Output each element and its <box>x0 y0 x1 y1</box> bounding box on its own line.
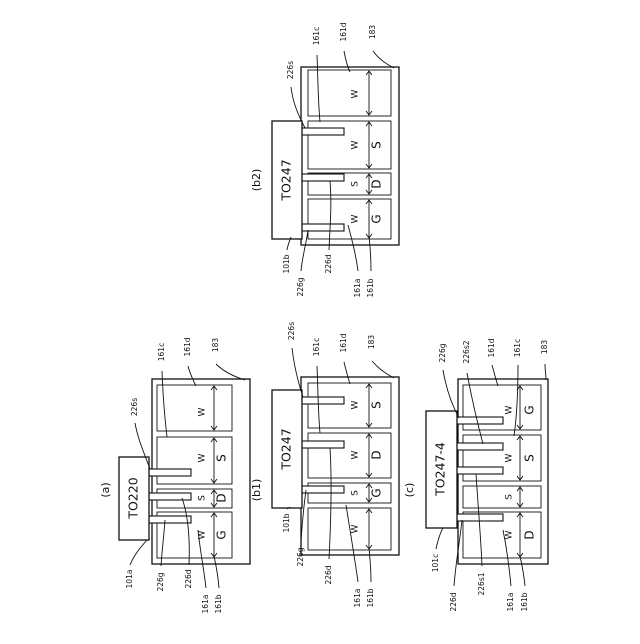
leader-line <box>545 364 546 380</box>
label-226g: 226g <box>156 572 165 591</box>
cell-letter: W <box>505 530 515 539</box>
leader-line <box>372 361 394 378</box>
cell-letter: S <box>505 494 515 500</box>
label-161b: 161b <box>520 592 529 611</box>
pin-drain <box>147 493 191 500</box>
label-101b: 101b <box>282 513 291 532</box>
cell-letter: S <box>351 490 361 496</box>
label-226s: 226s <box>130 398 139 416</box>
package-name: TO247-4 <box>433 442 448 497</box>
terminal-code: G <box>370 214 384 223</box>
label-161b: 161b <box>366 588 375 607</box>
pin-source <box>300 128 344 135</box>
panel-caption: (a) <box>99 482 112 497</box>
label-161c: 161c <box>312 27 321 45</box>
panel-b1: TO247 W S W D S G W (b1) 226s 161c 161d … <box>250 322 399 608</box>
terminal-code: D <box>370 450 384 459</box>
label-161a: 161a <box>353 279 362 298</box>
leader-line <box>373 51 394 68</box>
terminal-code: D <box>370 179 384 188</box>
label-101a: 101a <box>125 570 134 589</box>
label-101c: 101c <box>431 554 440 572</box>
cell-letter: W <box>505 405 515 414</box>
terminal-code: S <box>523 454 537 462</box>
cell-letter: W <box>351 140 361 149</box>
label-183: 183 <box>211 338 220 353</box>
label-226s2: 226s2 <box>462 340 471 363</box>
leader-line <box>130 540 147 565</box>
label-226d: 226d <box>324 254 333 273</box>
pin-gate <box>300 224 344 231</box>
label-226d: 226d <box>449 592 458 611</box>
label-161d: 161d <box>339 22 348 41</box>
label-161d: 161d <box>487 338 496 357</box>
label-161c: 161c <box>157 343 166 361</box>
label-161b: 161b <box>214 594 223 613</box>
cell-letter: W <box>351 400 361 409</box>
label-161c: 161c <box>513 339 522 357</box>
terminal-code: G <box>370 488 384 497</box>
panel-a: TO220 W W S S D W G (a) 226s 161c 161d 1… <box>99 337 250 613</box>
leader-line <box>436 528 443 549</box>
panel-caption: (c) <box>403 483 416 498</box>
cell-letter: W <box>198 407 208 416</box>
label-161d: 161d <box>339 333 348 352</box>
panel-b2: TO247 W W S S D W G (b2) 226s 161c 161d … <box>250 22 399 297</box>
label-226s: 226s <box>286 61 295 79</box>
label-226g: 226g <box>438 343 447 362</box>
cell-letter: W <box>351 89 361 98</box>
package-name: TO247 <box>279 159 294 201</box>
panel-c: TO247-4 W G W S S W D (c) 226g 226s2 161… <box>403 338 549 611</box>
terminal-code: G <box>523 405 537 414</box>
pin-source2 <box>455 443 503 450</box>
terminal-code: D <box>215 493 229 502</box>
package-name: TO247 <box>279 428 294 470</box>
label-183: 183 <box>368 25 377 40</box>
cell-letter: W <box>351 450 361 459</box>
cell-letter: S <box>198 495 208 501</box>
label-161a: 161a <box>353 589 362 608</box>
pin-gate <box>455 417 503 424</box>
cell-letter: S <box>351 181 361 187</box>
label-226g: 226g <box>296 277 305 296</box>
label-226s: 226s <box>287 322 296 340</box>
label-161d: 161d <box>183 337 192 356</box>
cell-letter: W <box>351 214 361 223</box>
label-161a: 161a <box>201 595 210 614</box>
cell-letter: W <box>505 453 515 462</box>
label-183: 183 <box>540 340 549 355</box>
panel-caption: (b2) <box>250 169 263 192</box>
terminal-code: S <box>370 141 384 149</box>
label-226g: 226g <box>296 547 305 566</box>
panel-caption: (b1) <box>250 479 263 502</box>
label-226d: 226d <box>324 565 333 584</box>
terminal-code: G <box>215 530 229 539</box>
label-226d: 226d <box>184 569 193 588</box>
pin-drain <box>300 441 344 448</box>
pin-gate <box>147 516 191 523</box>
label-101b: 101b <box>282 254 291 273</box>
terminal-code: D <box>523 530 537 539</box>
pin-source <box>147 469 191 476</box>
cell-letter: W <box>351 524 361 533</box>
pin-source1 <box>455 467 503 474</box>
pin-drain <box>300 174 344 181</box>
pin-gate <box>300 486 344 493</box>
label-226s1: 226s1 <box>477 572 486 595</box>
cell-letter: W <box>198 453 208 462</box>
package-name: TO220 <box>126 477 141 519</box>
terminal-code: S <box>370 401 384 409</box>
pin-source <box>300 397 344 404</box>
label-161a: 161a <box>506 593 515 612</box>
leader-line <box>216 364 245 380</box>
label-183: 183 <box>367 335 376 350</box>
label-161b: 161b <box>366 278 375 297</box>
terminal-code: S <box>215 454 229 462</box>
label-161c: 161c <box>312 338 321 356</box>
